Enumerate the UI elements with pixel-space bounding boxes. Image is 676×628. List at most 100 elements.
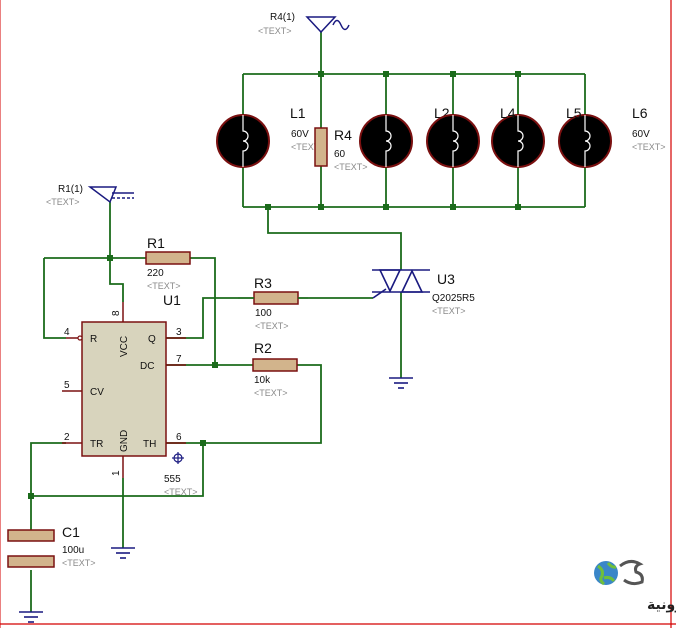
resistor-r4-text: <TEXT> <box>334 162 368 172</box>
pin-7-number: 7 <box>176 354 182 365</box>
capacitor-c1[interactable]: C1 100u <TEXT> <box>7 524 96 568</box>
lamp-l6-text: <TEXT> <box>632 142 666 152</box>
junction <box>265 204 271 210</box>
resistor-r3-value: 100 <box>255 308 272 319</box>
wire-lamps-to-triac <box>267 207 402 270</box>
capacitor-text: <TEXT> <box>62 558 96 568</box>
lamp-filament-icon <box>242 115 249 167</box>
lamp-l5[interactable]: L5 <box>558 105 612 168</box>
pin-8-number: 8 <box>111 310 122 316</box>
lamp-filament-icon <box>584 115 591 167</box>
pin-3-number: 3 <box>176 327 182 338</box>
wire-vcc-to-pin8 <box>109 258 124 302</box>
resistor-r1[interactable]: R1 220 <TEXT> <box>145 235 191 291</box>
wire-r1-to-dc <box>190 257 216 365</box>
wire-tr-th-link <box>31 443 204 497</box>
resistor-r2[interactable]: R2 10k <TEXT> <box>252 340 298 398</box>
ac-generator-text: <TEXT> <box>258 26 292 36</box>
resistor-r4-ref: R4 <box>334 127 352 143</box>
junction <box>383 71 389 77</box>
gear-arm-icon <box>619 559 644 586</box>
lamp-l6-ref: L6 <box>632 105 648 121</box>
lamp-l5-ref: L5 <box>566 105 582 121</box>
watermark-logo: القرية الالكترونية <box>594 559 676 613</box>
lamp-l3[interactable] <box>426 114 480 168</box>
pin-5-number: 5 <box>64 380 70 391</box>
timer-555-u1[interactable]: 4 5 2 8 1 3 7 6 R CV TR VCC GND Q DC TH … <box>62 292 198 497</box>
junction <box>200 440 206 446</box>
capacitor-plate-top <box>7 529 55 542</box>
pin-1-name: GND <box>119 430 130 452</box>
triac-value: Q2025R5 <box>432 293 475 304</box>
capacitor-value: 100u <box>62 545 84 556</box>
ground-timer-icon <box>111 547 135 559</box>
junction <box>318 204 324 210</box>
pin-6-number: 6 <box>176 432 182 443</box>
globe-icon <box>594 561 618 585</box>
pin-1-number: 1 <box>111 470 122 476</box>
resistor-r2-text: <TEXT> <box>254 388 288 398</box>
triac-u3[interactable]: U3 Q2025R5 <TEXT> <box>372 269 475 316</box>
resistor-r3-ref: R3 <box>254 275 272 291</box>
ground-triac-icon <box>389 377 413 389</box>
sine-wave-icon <box>332 19 350 31</box>
pin-4-inversion <box>77 335 83 341</box>
resistor-r1-ref: R1 <box>147 235 165 251</box>
origin-marker-icon <box>172 452 184 464</box>
lamp-filament-icon <box>452 115 459 167</box>
lamp-l1-value: 60V <box>291 129 309 140</box>
pin-7-name: DC <box>140 361 154 372</box>
pin-3-name: Q <box>148 334 156 345</box>
lamp-l2[interactable]: L2 <box>359 105 450 168</box>
pin-5-name: CV <box>90 387 104 398</box>
resistor-r4[interactable]: R4 60 <TEXT> <box>314 127 368 172</box>
resistor-r4-value: 60 <box>334 149 346 160</box>
pin-2-number: 2 <box>64 432 70 443</box>
capacitor-plate-bottom <box>7 555 55 568</box>
resistor-r1-value: 220 <box>147 268 164 279</box>
pin-4-number: 4 <box>64 327 70 338</box>
timer-ref: U1 <box>163 292 181 308</box>
triac-gate <box>372 288 387 299</box>
resistor-r2-ref: R2 <box>254 340 272 356</box>
pin-6-name: TH <box>143 439 156 450</box>
terminal-symbol <box>305 16 337 34</box>
wire-tr-to-cap <box>30 442 66 530</box>
dc-generator-label: R1(1) <box>58 184 83 195</box>
triac-diode-up <box>400 269 424 293</box>
dc-generator-r1[interactable]: R1(1) <TEXT> <box>46 184 134 207</box>
ac-generator-label: R4(1) <box>270 12 295 23</box>
timer-value: 555 <box>164 474 181 485</box>
resistor-body <box>252 358 298 372</box>
pin-8-name: VCC <box>119 336 130 357</box>
junction <box>515 71 521 77</box>
pin-4-name: R <box>90 334 97 345</box>
capacitor-ref: C1 <box>62 524 80 540</box>
resistor-body <box>253 291 299 305</box>
lamp-l6-label[interactable]: L6 60V <TEXT> <box>632 105 666 152</box>
lamp-filament-icon <box>517 115 524 167</box>
resistor-r3[interactable]: R3 100 <TEXT> <box>238 275 308 331</box>
triac-diode-down <box>378 269 402 293</box>
resistor-r3-text: <TEXT> <box>255 321 289 331</box>
resistor-r1-text: <TEXT> <box>147 281 181 291</box>
triac-ref: U3 <box>437 271 455 287</box>
globe-continents <box>597 562 617 586</box>
junction <box>450 204 456 210</box>
wire-vcc-to-reset <box>43 258 66 339</box>
lamp-l1-text: <TEXT> <box>291 142 325 152</box>
wire-r2-to-th <box>166 364 322 444</box>
triac-text: <TEXT> <box>432 306 466 316</box>
junction <box>212 362 218 368</box>
lamp-l1[interactable]: L1 60V <TEXT> <box>216 105 325 168</box>
junction <box>515 204 521 210</box>
resistor-body <box>145 251 191 265</box>
lamp-l4[interactable]: L4 <box>491 105 545 168</box>
ac-generator-r4[interactable]: R4(1) <TEXT> <box>258 12 350 36</box>
resistor-r2-value: 10k <box>254 375 271 386</box>
junction <box>318 71 324 77</box>
timer-body <box>81 321 167 457</box>
junction <box>107 255 113 261</box>
